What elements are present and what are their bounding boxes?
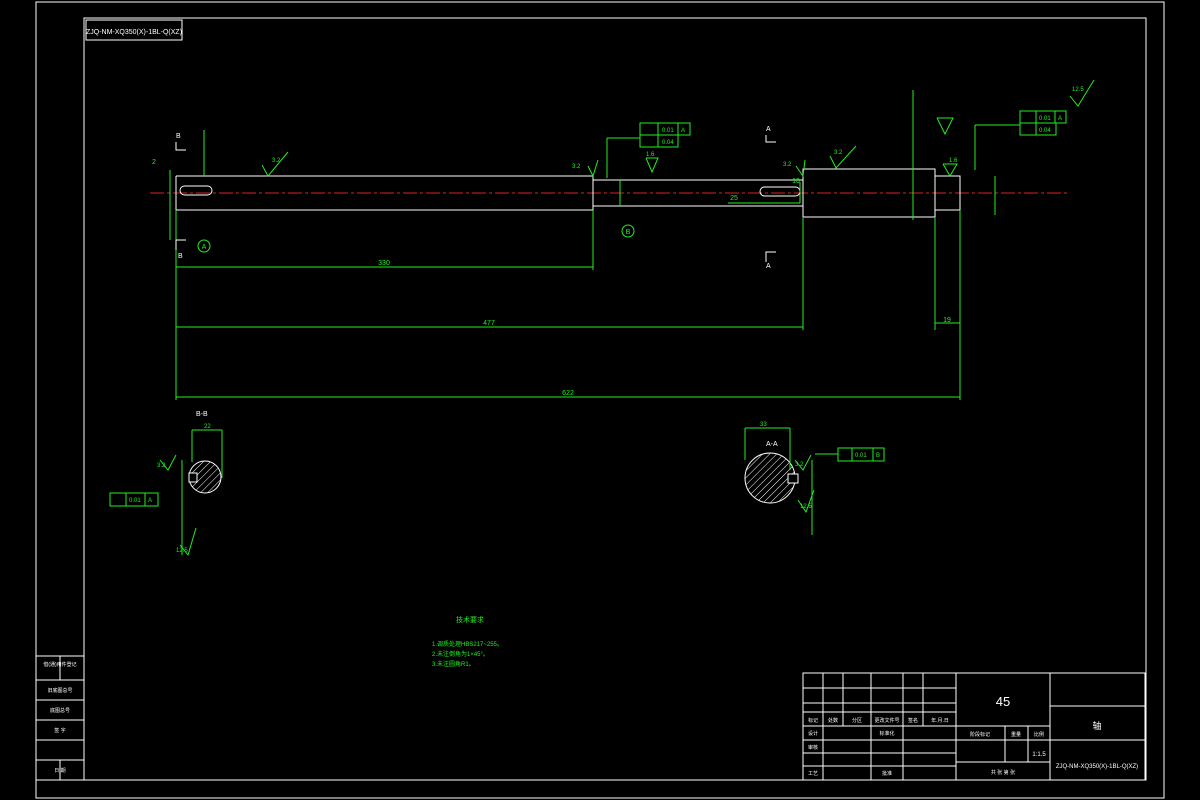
dimension-lines — [169, 90, 1020, 400]
datum-circle-b: B — [626, 229, 631, 236]
dim-33: 33 — [760, 422, 767, 428]
dim-19: 19 — [943, 317, 951, 324]
tb-date: 年.月.日 — [931, 717, 949, 724]
roughness-symbols — [261, 79, 1095, 178]
section-a-title: A-A — [766, 441, 778, 448]
tb-process: 工艺 — [808, 771, 818, 777]
rough-3-2-a: 3.2 — [272, 158, 281, 164]
datum-a-3: A — [148, 498, 152, 504]
tb-zone: 分区 — [852, 717, 862, 724]
tb-count: 处数 — [828, 717, 838, 724]
datum-markers — [197, 224, 635, 253]
dim-622: 622 — [562, 390, 574, 397]
tol-0-04-b: 0.04 — [1039, 128, 1051, 134]
rough-3-2-sec-b: 3.2 — [157, 463, 166, 469]
tb-change: 更改文件号 — [874, 717, 899, 724]
sheet-border — [35, 1, 1165, 799]
cut-b-top: B — [176, 133, 181, 140]
cut-a-top: A — [766, 126, 771, 133]
tb-weight: 重量 — [1011, 731, 1021, 738]
scale: 1:1.5 — [1032, 752, 1046, 758]
tb-marks: 标记 — [808, 717, 818, 724]
tolerance-frames — [109, 110, 1067, 507]
rough-12-5-sec-a: 12.5 — [800, 504, 812, 510]
keyway-right — [759, 186, 801, 197]
notes-line-1: 1.调质处理HBS217~255。 — [432, 640, 503, 648]
datum-b: B — [876, 453, 880, 459]
tb-design: 设计 — [808, 730, 818, 737]
code-box — [85, 19, 183, 41]
dim-330: 330 — [378, 260, 390, 267]
notes-line-3: 3.未注圆角R1。 — [432, 660, 475, 668]
rough-3-2-c: 3.2 — [834, 150, 843, 156]
title-block — [802, 672, 1146, 781]
dim-22: 22 — [204, 424, 211, 430]
notes-line-2: 2.未注倒角为1×45°。 — [432, 650, 489, 658]
rough-3-2-b: 3.2 — [572, 164, 581, 170]
tol-0-01-a: 0.01 — [662, 128, 674, 134]
tb-check: 审核 — [808, 744, 818, 751]
dim-10: 10 — [792, 178, 800, 185]
side-r5: 日 期 — [54, 768, 65, 774]
dim-25: 25 — [730, 195, 738, 202]
datum-a-2: A — [1058, 116, 1062, 122]
side-r2: 旧底图总号 — [47, 687, 72, 694]
dim-2: 2 — [152, 159, 156, 166]
rough-3-2-sec-a: 3.2 — [795, 462, 804, 468]
rough-12-5: 12.5 — [1072, 87, 1084, 93]
tol-0-04-a: 0.04 — [662, 140, 674, 146]
tb-sign: 签名 — [908, 717, 918, 724]
side-block — [35, 655, 85, 781]
dim-477: 477 — [483, 320, 495, 327]
side-r1: 借(通)用件登记 — [43, 661, 76, 668]
section-a — [744, 427, 838, 535]
material: 45 — [996, 694, 1010, 709]
cut-a-bottom: A — [766, 263, 771, 270]
code-box-text: ZJQ-NM-XQ350(X)-1BL-Q(XZ) — [86, 29, 182, 36]
datum-a-1: A — [681, 128, 685, 134]
rough-1-6-a: 1.6 — [646, 152, 655, 158]
notes-heading: 技术要求 — [456, 615, 484, 624]
tol-0-01-b: 0.01 — [1039, 116, 1051, 122]
tol-0-01-d: 0.01 — [855, 453, 867, 459]
tb-standard: 标准化 — [879, 730, 894, 737]
tb-approve: 批准 — [882, 770, 892, 777]
drawing-number: ZJQ-NM-XQ350(X)-1BL-Q(XZ) — [1056, 764, 1138, 770]
side-r4: 签 字 — [54, 727, 65, 734]
rough-12-5-sec-b: 12.5 — [176, 548, 188, 554]
keyway-left — [179, 185, 213, 196]
side-r3: 底图总号 — [50, 707, 70, 714]
datum-circle-a: A — [202, 244, 207, 251]
tb-scale-label: 比例 — [1034, 731, 1044, 738]
tb-stage: 阶段标记 — [970, 731, 990, 738]
tb-sheet: 共 张 第 张 — [991, 769, 1015, 776]
section-b — [159, 429, 223, 557]
cut-b-bottom: B — [178, 253, 183, 260]
tol-0-01-c: 0.01 — [129, 498, 141, 504]
section-b-title: B-B — [196, 411, 208, 418]
rough-1-2: 3.2 — [783, 162, 792, 168]
rough-1-6-b: 1.6 — [949, 158, 958, 164]
part-name: 轴 — [1092, 720, 1101, 731]
cut-markers — [175, 135, 776, 262]
drawing-frame — [83, 17, 1147, 781]
